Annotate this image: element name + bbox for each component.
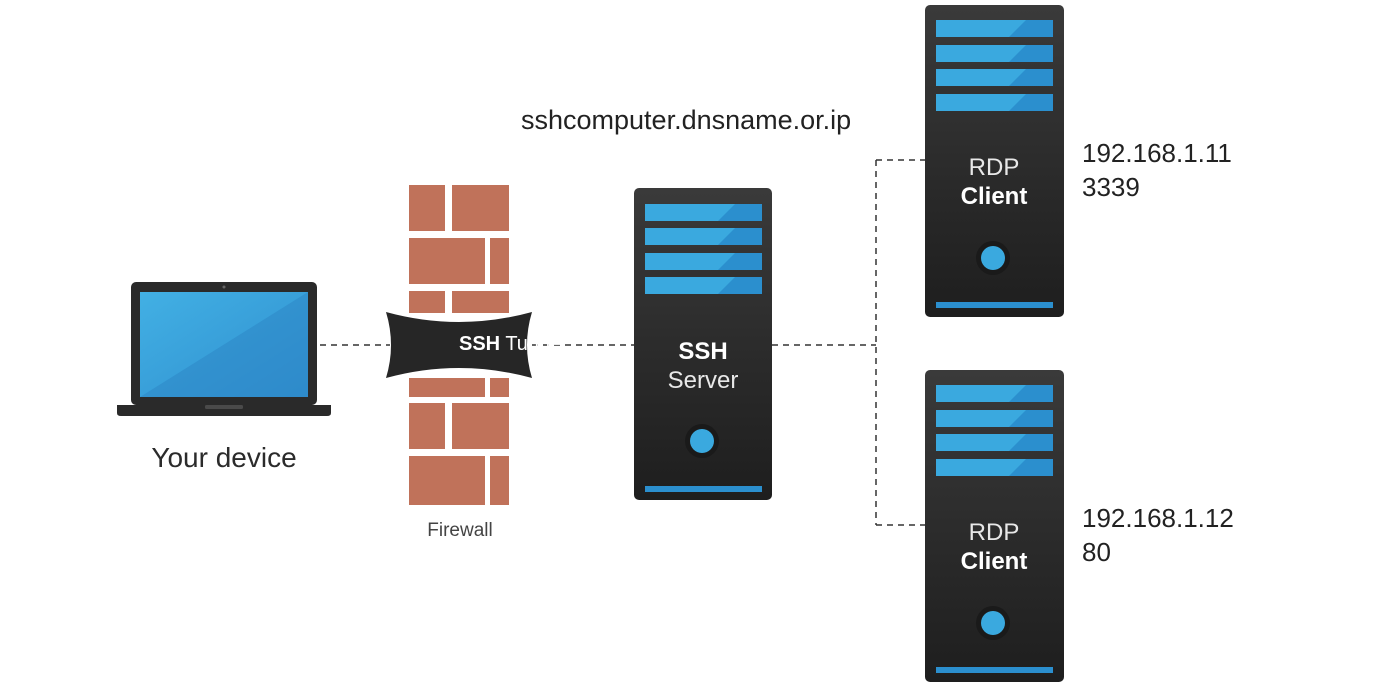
rdp-client-1-ip: 192.168.1.11 [1082, 138, 1232, 168]
firewall-icon [409, 185, 509, 505]
device-label: Your device [151, 442, 297, 473]
laptop-icon [117, 282, 331, 416]
ssh-tunnel-label: SSH Tunnel [459, 334, 566, 354]
ssh-tunnel-label-bold: SSH [459, 333, 501, 355]
rdp-client-1-label-line2: Client [960, 183, 1028, 210]
firewall-label: Firewall [427, 520, 493, 541]
rdp-client-1-icon [925, 5, 1064, 317]
rdp-client-2-port: 80 [1082, 537, 1111, 567]
ssh-server-icon [634, 188, 772, 500]
connection-lines [265, 159, 926, 526]
ssh-tunnel-banner [386, 312, 532, 378]
rdp-client-2-icon [925, 370, 1064, 682]
rdp-client-1-port: 3339 [1082, 172, 1140, 202]
rdp-client-2-label-line2: Client [960, 548, 1028, 575]
rdp-client-1-label-line1: RDP [968, 154, 1020, 181]
rdp-client-2-label-line1: RDP [968, 519, 1020, 546]
ssh-server-label-line2: Server [667, 367, 739, 394]
ssh-server-hostname: sshcomputer.dnsname.or.ip [521, 105, 852, 135]
ssh-tunnel-label-text: Tunnel [505, 333, 566, 355]
ssh-server-label-line1: SSH [678, 338, 728, 365]
rdp-client-2-ip: 192.168.1.12 [1082, 503, 1234, 533]
